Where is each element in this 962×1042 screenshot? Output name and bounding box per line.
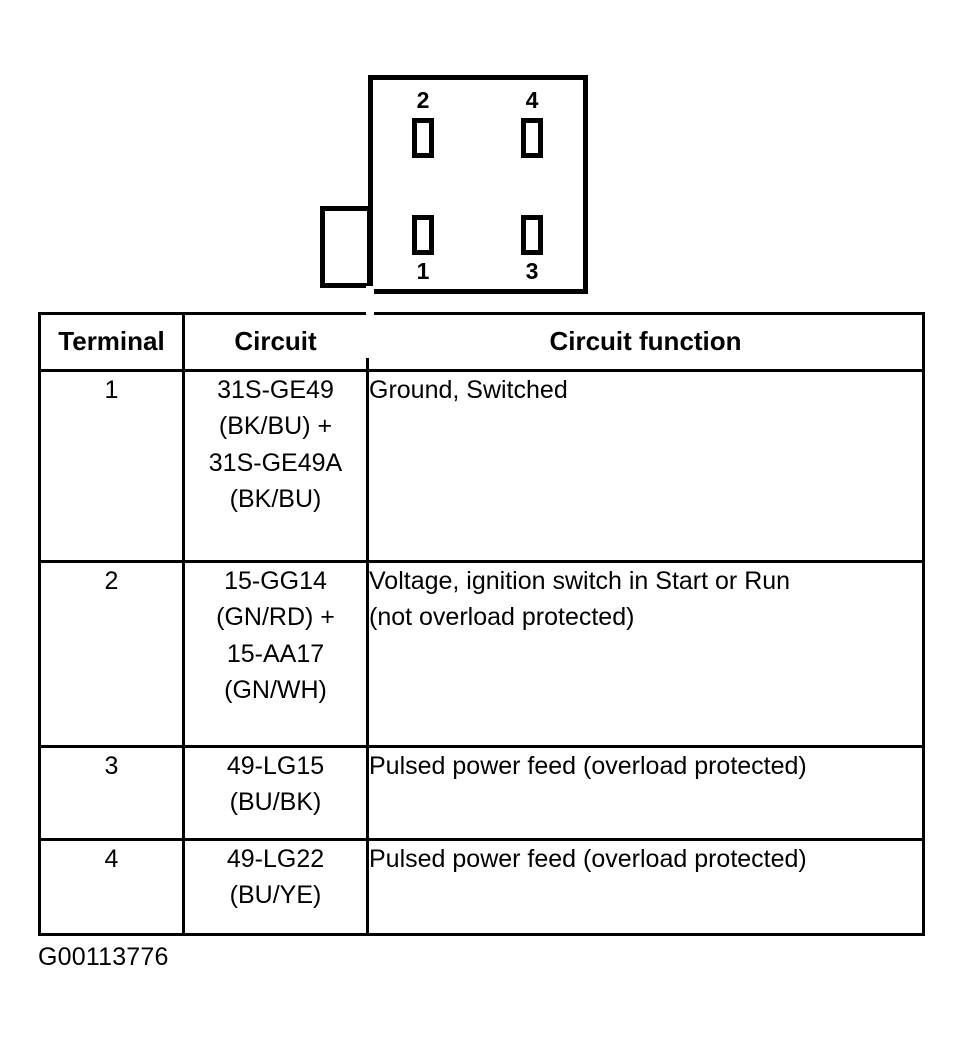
cell-circuit-function: Ground, Switched [366, 369, 925, 563]
terminal-slot-4 [521, 118, 543, 158]
cell-terminal: 4 [38, 838, 185, 936]
connector-diagram: 2 4 1 3 [318, 75, 590, 358]
connector-body [368, 75, 588, 294]
cell-terminal: 2 [38, 560, 185, 748]
cell-circuit: 31S-GE49 (BK/BU) + 31S-GE49A (BK/BU) [182, 369, 369, 563]
cell-circuit: 15-GG14 (GN/RD) + 15-AA17 (GN/WH) [182, 560, 369, 748]
cell-circuit-function: Pulsed power feed (overload protected) [366, 838, 925, 936]
column-header-circuit: Circuit [182, 312, 369, 372]
terminal-label-1: 1 [416, 258, 430, 284]
table-header-row: Terminal Circuit Circuit function [38, 312, 925, 372]
terminal-label-3: 3 [525, 258, 539, 284]
table-row: 2 15-GG14 (GN/RD) + 15-AA17 (GN/WH) Volt… [38, 560, 925, 748]
terminal-label-2: 2 [416, 87, 430, 113]
table-row: 4 49-LG22 (BU/YE) Pulsed power feed (ove… [38, 838, 925, 936]
terminal-label-4: 4 [525, 87, 539, 113]
cell-circuit-function: Voltage, ignition switch in Start or Run… [366, 560, 925, 748]
terminal-slot-1 [412, 215, 434, 255]
table-row: 1 31S-GE49 (BK/BU) + 31S-GE49A (BK/BU) G… [38, 369, 925, 563]
cell-circuit: 49-LG15 (BU/BK) [182, 745, 369, 841]
terminal-pinout-table: Terminal Circuit Circuit function 1 31S-… [38, 312, 925, 936]
connector-tab-seam-mask [366, 286, 374, 358]
connector-keying-tab [320, 206, 372, 288]
cell-circuit: 49-LG22 (BU/YE) [182, 838, 369, 936]
table-row: 3 49-LG15 (BU/BK) Pulsed power feed (ove… [38, 745, 925, 841]
column-header-terminal: Terminal [38, 312, 185, 372]
figure-caption: G00113776 [38, 943, 169, 971]
column-header-circuit-function: Circuit function [366, 312, 925, 372]
cell-terminal: 3 [38, 745, 185, 841]
cell-circuit-function: Pulsed power feed (overload protected) [366, 745, 925, 841]
terminal-slot-3 [521, 215, 543, 255]
terminal-slot-2 [412, 118, 434, 158]
cell-terminal: 1 [38, 369, 185, 563]
